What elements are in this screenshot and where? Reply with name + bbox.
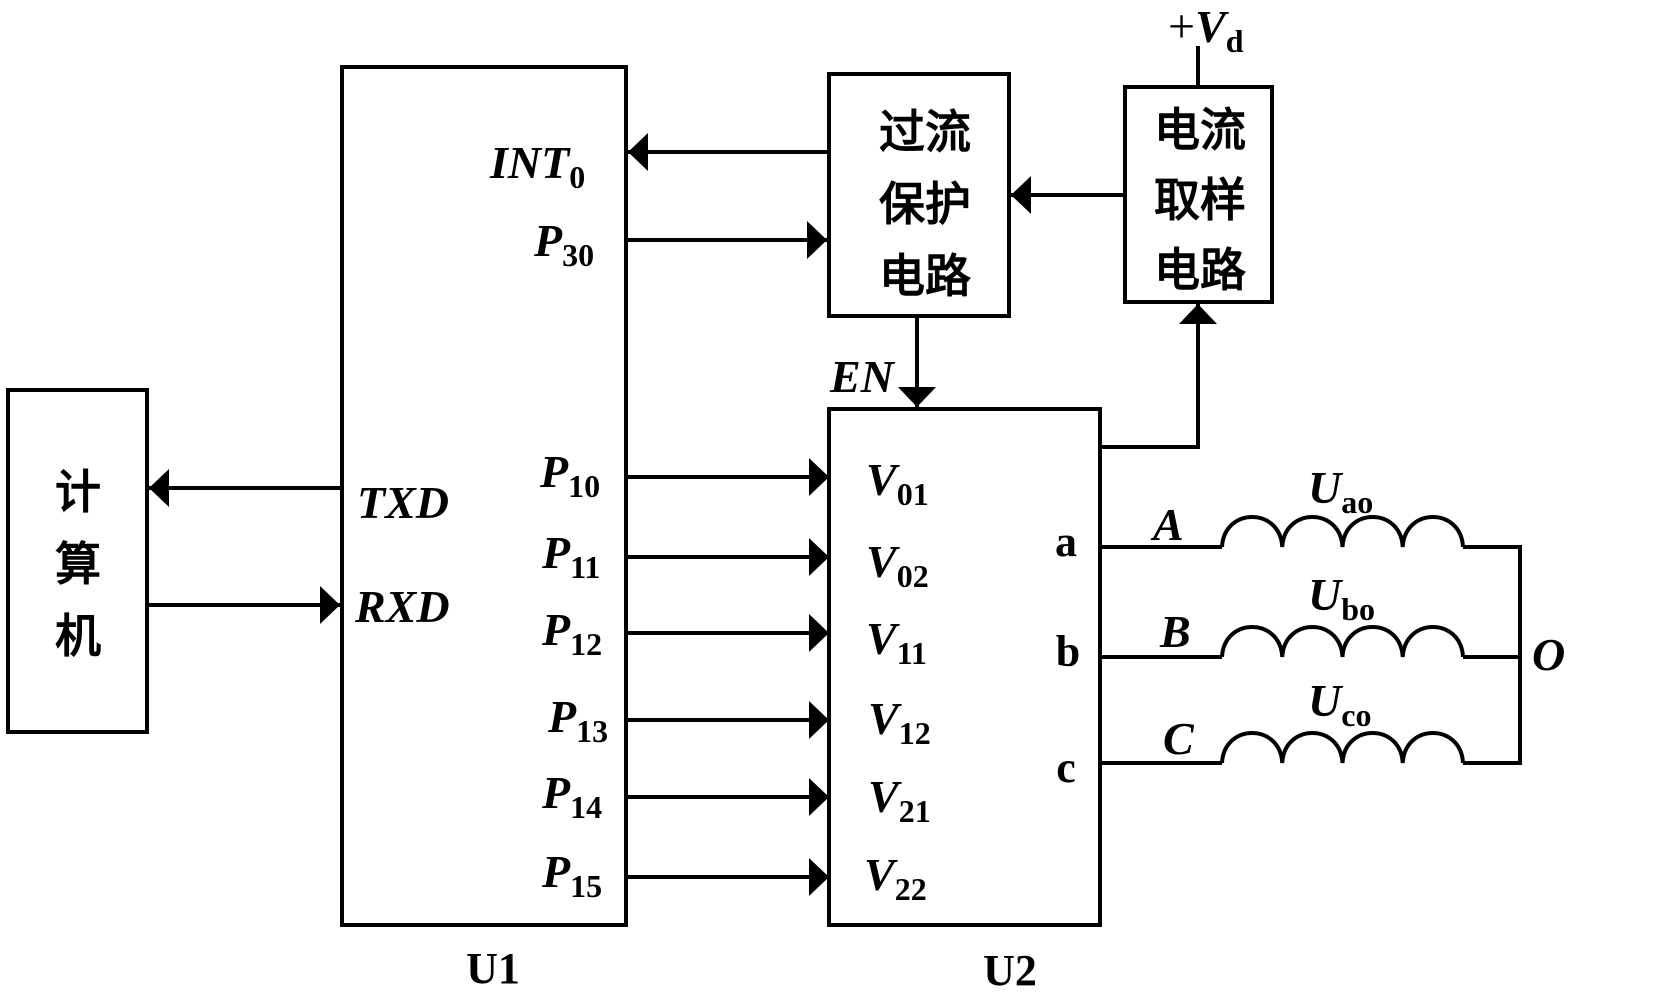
- output-c-label: c: [1056, 743, 1076, 792]
- sampling-label-1: 电流: [1154, 103, 1246, 157]
- pin-en-label: EN: [829, 351, 896, 402]
- coil-uco-label: Uco: [1308, 675, 1371, 733]
- coil-ubo: [1220, 625, 1465, 658]
- overcurrent-box: [827, 72, 1011, 318]
- sampling-label-3: 电路: [1154, 243, 1247, 297]
- pin-v11-label: V11: [866, 613, 927, 671]
- pin-rxd-label: RXD: [354, 581, 450, 632]
- computer-box: [6, 388, 149, 734]
- overcurrent-protection-block: 过流 保护 电路: [827, 72, 1011, 318]
- three-phase-load: A B C Uao Ubo Uco O: [1150, 462, 1565, 764]
- p15-arrow-icon: [809, 858, 829, 896]
- u2-label: U2: [983, 946, 1037, 994]
- phase-c-label: C: [1163, 713, 1195, 764]
- coil-ubo-label: Ubo: [1308, 569, 1375, 627]
- txd-arrow-icon: [149, 469, 169, 507]
- pin-v12-label: V12: [868, 693, 931, 751]
- coil-uao: [1220, 515, 1465, 548]
- pin-p14-label: P14: [541, 767, 602, 825]
- computer-label-3: 机: [55, 609, 101, 663]
- u1-box: [340, 65, 628, 927]
- int0-arrow-icon: [628, 133, 648, 171]
- phase-a-label: A: [1150, 499, 1184, 550]
- computer-label-1: 计: [55, 465, 101, 519]
- pin-p30-label: P30: [533, 215, 594, 273]
- p14-arrow-icon: [809, 778, 829, 816]
- pin-v01-label: V01: [866, 454, 929, 512]
- overcurrent-label-1: 过流: [879, 105, 971, 159]
- u2-block: U2 EN V01 V02 V11 V12 V21 V22 a b c: [827, 351, 1102, 994]
- sampling-box: [1123, 85, 1274, 304]
- rxd-arrow-icon: [320, 586, 340, 624]
- computer-label-2: 算: [55, 537, 101, 591]
- p11-arrow-icon: [809, 538, 829, 576]
- en-arrow-icon: [898, 387, 936, 407]
- u2-to-sampling-wire: [1100, 304, 1200, 449]
- pin-v02-label: V02: [866, 536, 929, 594]
- pin-int0-label: INT0: [489, 137, 585, 195]
- output-b-label: b: [1056, 627, 1080, 676]
- phase-b-label: B: [1159, 606, 1191, 657]
- pin-v22-label: V22: [864, 849, 927, 907]
- p10-arrow-icon: [809, 458, 829, 496]
- supply-label: +Vd: [1168, 0, 1244, 59]
- sampling-label-2: 取样: [1154, 173, 1246, 227]
- p30-arrow-icon: [807, 221, 827, 259]
- output-a-label: a: [1055, 517, 1077, 566]
- pin-p10-label: P10: [539, 446, 600, 504]
- pin-p11-label: P11: [541, 527, 600, 585]
- neutral-label: O: [1532, 629, 1565, 680]
- sampling-input-arrow-icon: [1179, 304, 1217, 324]
- pin-v21-label: V21: [868, 771, 931, 829]
- u1-block: U1 TXD RXD INT0 P30 P10 P11 P12 P13 P14 …: [340, 65, 628, 993]
- p13-arrow-icon: [809, 701, 829, 739]
- sampling-arrow-icon: [1011, 176, 1031, 214]
- connection-wires: [147, 133, 1522, 896]
- pin-p13-label: P13: [547, 691, 608, 749]
- pin-txd-label: TXD: [357, 477, 449, 528]
- p12-arrow-icon: [809, 614, 829, 652]
- overcurrent-label-3: 电路: [879, 249, 972, 303]
- computer-block: 计 算 机: [6, 388, 149, 734]
- pin-p15-label: P15: [541, 846, 602, 904]
- coil-uco: [1220, 731, 1465, 764]
- u2-box: [827, 407, 1102, 927]
- current-sampling-block: 电流 取样 电路 +Vd: [1123, 0, 1274, 304]
- pin-p12-label: P12: [541, 604, 602, 662]
- coil-uao-label: Uao: [1308, 462, 1373, 520]
- u1-label: U1: [466, 944, 520, 993]
- overcurrent-label-2: 保护: [879, 177, 971, 231]
